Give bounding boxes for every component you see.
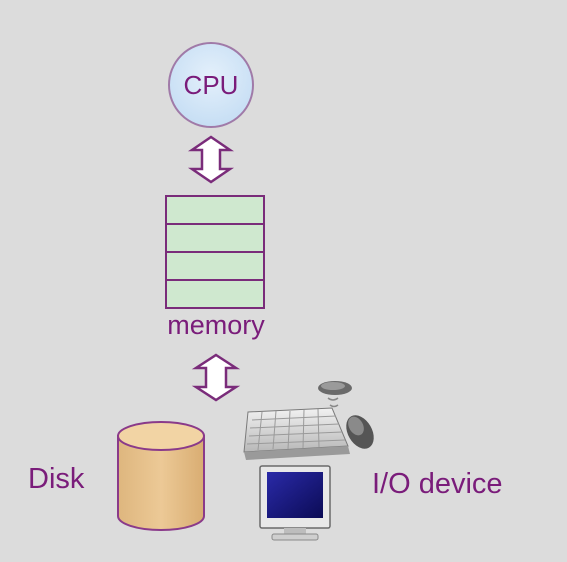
cpu-memory-arrow [187,135,235,184]
keyboard-icon [243,407,350,460]
memory-stack [165,195,265,309]
mouse-icon [318,381,352,408]
io-device-label: I/O device [372,468,503,500]
memory-io-arrow [191,353,241,402]
memory-label: memory [167,310,265,340]
disk-label: Disk [28,463,85,495]
monitor-icon [259,465,331,541]
disk-cylinder [117,421,205,531]
cpu-node [168,42,254,128]
cpu-label: CPU [183,70,239,100]
wireless-mouse-icon [346,415,374,449]
